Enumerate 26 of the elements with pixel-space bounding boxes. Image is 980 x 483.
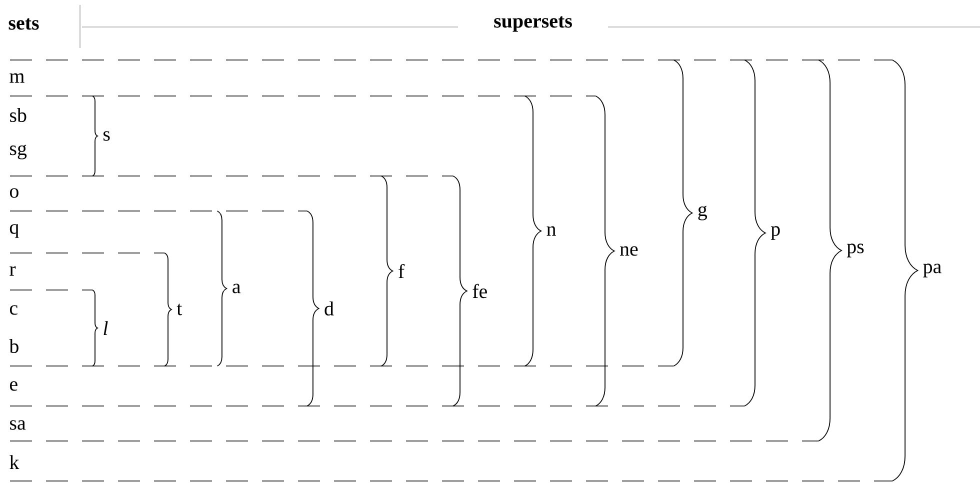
- superset-name: g: [698, 206, 708, 220]
- superset-name: ne: [620, 246, 638, 256]
- superset-name: pa: [923, 264, 942, 278]
- set-name: sg: [10, 144, 27, 160]
- superset-name: ps: [846, 244, 864, 258]
- superset-name: a: [232, 284, 240, 294]
- superset-name: s: [104, 131, 110, 141]
- superset-name: f: [398, 264, 405, 278]
- column-header: sets: [8, 18, 39, 30]
- superset-name: fe: [472, 284, 487, 298]
- set-name: sb: [10, 108, 26, 122]
- superset-name: t: [176, 304, 182, 316]
- column-header: supersets: [494, 16, 572, 32]
- set-name: k: [10, 455, 20, 469]
- superset-name: p: [770, 226, 780, 240]
- set-name: q: [10, 224, 19, 238]
- set-name: r: [10, 266, 16, 276]
- set-name: m: [10, 73, 24, 83]
- set-name: sa: [10, 420, 26, 430]
- superset-name: n: [546, 226, 556, 236]
- superset-name: l: [104, 321, 108, 335]
- superset-name: d: [324, 301, 334, 316]
- set-name: c: [10, 305, 18, 315]
- set-name: b: [9, 338, 18, 354]
- set-name: o: [10, 188, 18, 198]
- set-name: e: [10, 381, 18, 391]
